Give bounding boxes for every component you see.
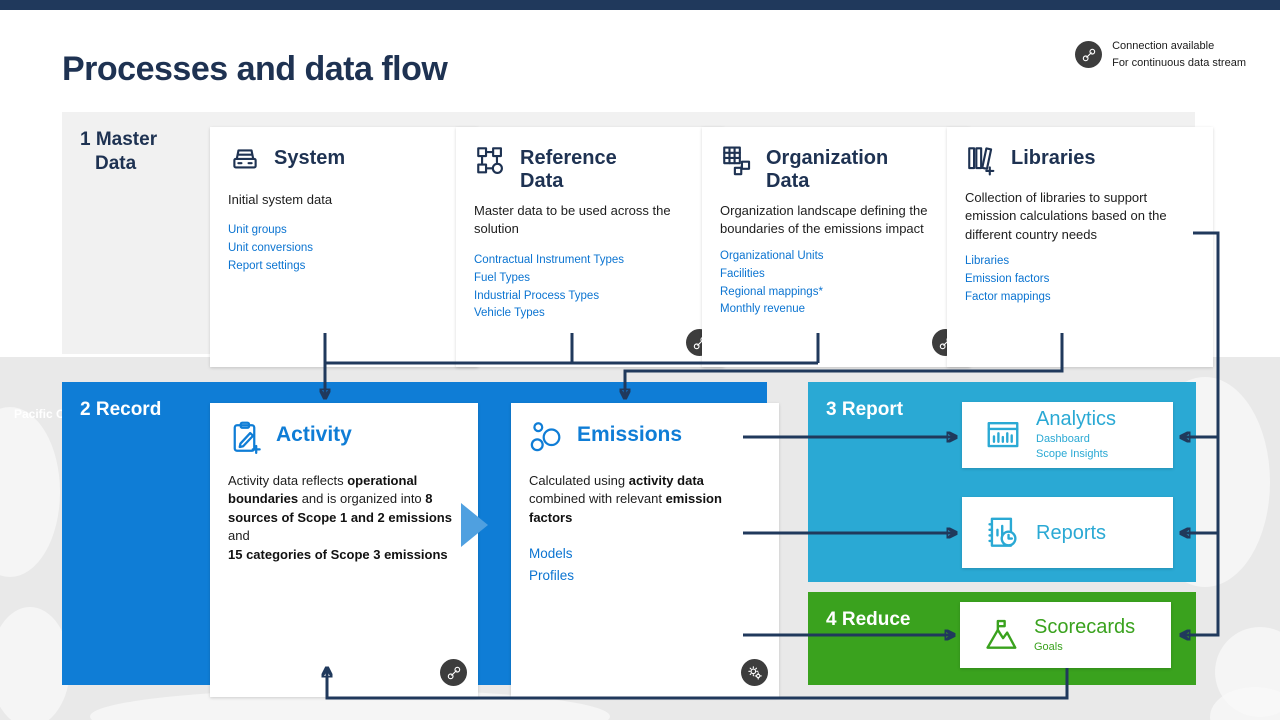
connection-legend: Connection available For continuous data… [1075, 38, 1246, 71]
card-title: Organization Data [766, 147, 889, 192]
card-title: System [274, 147, 346, 169]
card-links: Libraries Emission factors Factor mappin… [965, 253, 1195, 306]
section-label-line1: 1 Master [80, 129, 158, 150]
reports-icon [984, 514, 1022, 552]
scorecards-icon [982, 616, 1020, 654]
card-links: Unit groups Unit conversions Report sett… [228, 222, 460, 275]
link-emission-factors[interactable]: Emission factors [965, 273, 1050, 286]
link-regional-mappings[interactable]: Regional mappings* [720, 285, 823, 298]
link-industrial-process-types[interactable]: Industrial Process Types [474, 289, 600, 302]
card-organization-data: Organization Data Organization landscape… [702, 127, 970, 367]
link-goals[interactable]: Goals [1034, 640, 1063, 653]
card-links: Organizational Units Facilities Regional… [720, 248, 952, 319]
link-libraries[interactable]: Libraries [965, 255, 1010, 268]
legend-line-2: For continuous data stream [1112, 56, 1246, 69]
section-label-record: 2 Record [80, 399, 162, 420]
legend-line-1: Connection available [1112, 40, 1215, 52]
link-dashboard[interactable]: Dashboard [1036, 433, 1090, 446]
gears-icon [741, 659, 768, 686]
card-links: Contractual Instrument Types Fuel Types … [474, 252, 706, 323]
card-activity: Activity Activity data reflects operatio… [210, 403, 478, 697]
link-facilities[interactable]: Facilities [720, 267, 765, 280]
card-title: Activity [276, 423, 352, 446]
link-report-settings[interactable]: Report settings [228, 260, 306, 273]
reference-data-icon [474, 144, 508, 178]
section-label-line2: Data [95, 152, 137, 174]
analytics-icon [984, 416, 1022, 454]
card-title: Analytics [1036, 408, 1117, 431]
page-title: Processes and data flow [62, 50, 448, 88]
card-title: Scorecards [1034, 615, 1136, 638]
card-libraries: Libraries Collection of libraries to sup… [947, 127, 1213, 367]
map-label-pacific: Pacific Ocean [14, 407, 62, 421]
link-unit-groups[interactable]: Unit groups [228, 224, 287, 237]
card-description: Organization landscape defining the boun… [720, 203, 928, 237]
card-title: Reports [1036, 521, 1107, 544]
card-description: Initial system data [228, 192, 333, 207]
map-landmass [0, 407, 60, 577]
link-fuel-types[interactable]: Fuel Types [474, 271, 531, 284]
section-label-master-data: 1 Master Data [80, 128, 157, 176]
connection-icon [1075, 41, 1103, 68]
card-description: Collection of libraries to support emiss… [965, 190, 1167, 242]
activity-icon [228, 420, 264, 456]
section-label-reduce: 4 Reduce [826, 609, 911, 630]
card-analytics: Analytics Dashboard Scope Insights [962, 402, 1173, 468]
link-models[interactable]: Models [529, 546, 573, 562]
organization-data-icon [720, 144, 754, 178]
card-scorecards: Scorecards Goals [960, 602, 1171, 668]
link-profiles[interactable]: Profiles [529, 567, 575, 583]
card-links: Models Profiles [529, 543, 761, 586]
libraries-icon [965, 144, 999, 178]
connection-icon [440, 659, 467, 686]
top-accent-bar [0, 0, 1280, 10]
card-reference-data: Reference Data Master data to be used ac… [456, 127, 724, 367]
link-factor-mappings[interactable]: Factor mappings [965, 290, 1051, 303]
card-description: Calculated using activity data combined … [529, 473, 722, 525]
map-landmass [0, 607, 70, 720]
link-unit-conversions[interactable]: Unit conversions [228, 242, 314, 255]
link-contractual-instrument-types[interactable]: Contractual Instrument Types [474, 253, 624, 266]
emissions-icon [529, 420, 565, 456]
link-scope-insights[interactable]: Scope Insights [1036, 448, 1109, 460]
flow-chevron-icon [461, 503, 488, 547]
card-title: Reference Data [520, 147, 617, 192]
section-label-report: 3 Report [826, 399, 904, 420]
link-monthly-revenue[interactable]: Monthly revenue [720, 303, 806, 316]
link-organizational-units[interactable]: Organizational Units [720, 249, 824, 262]
card-reports: Reports [962, 497, 1173, 568]
link-vehicle-types[interactable]: Vehicle Types [474, 307, 545, 320]
system-icon [228, 144, 262, 178]
card-title: Libraries [1011, 147, 1096, 169]
card-description: Activity data reflects operational bound… [228, 473, 452, 562]
card-emissions: Emissions Calculated using activity data… [511, 403, 779, 697]
card-system: System Initial system data Unit groups U… [210, 127, 478, 367]
card-title: Emissions [577, 423, 683, 446]
card-description: Master data to be used across the soluti… [474, 203, 671, 237]
